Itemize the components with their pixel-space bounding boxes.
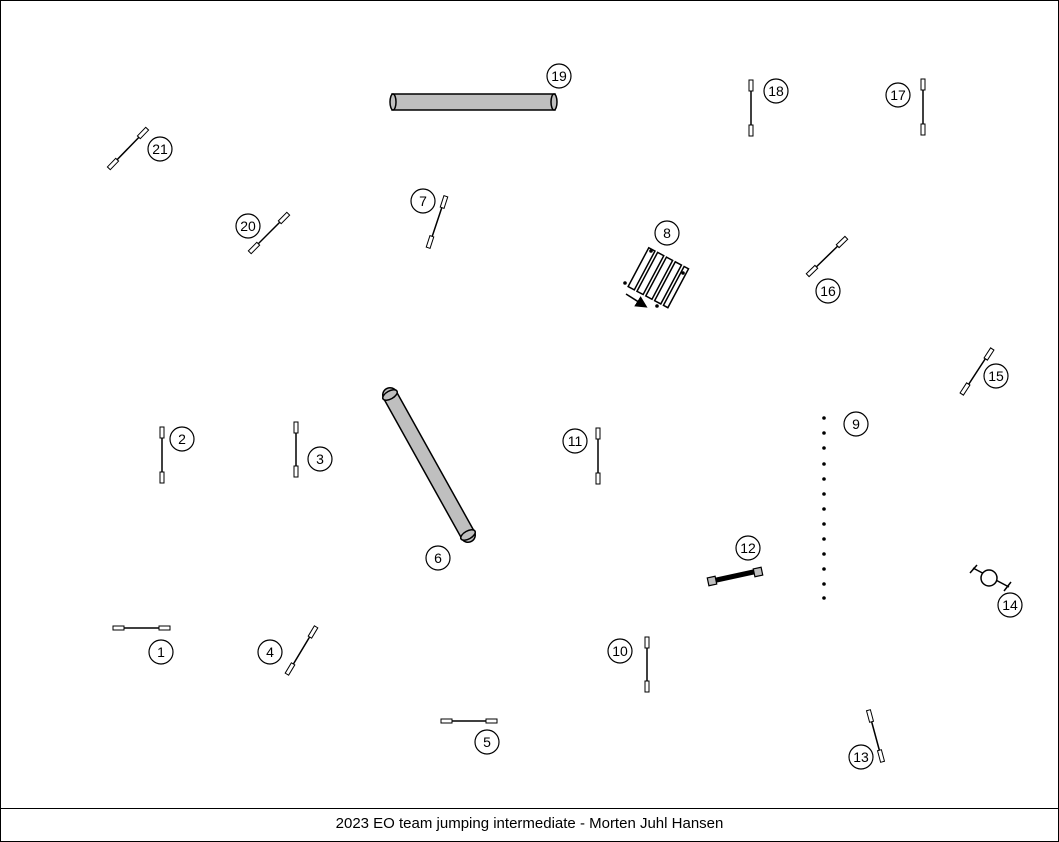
obstacle-jump-15 <box>959 347 995 396</box>
svg-text:3: 3 <box>316 451 324 467</box>
obstacle-jump-20 <box>247 211 291 255</box>
obstacle-seesaw-8 <box>623 246 690 309</box>
number-badge-3: 3 <box>307 446 333 472</box>
svg-text:4: 4 <box>266 644 274 660</box>
obstacle-tunnel-19 <box>389 93 558 111</box>
svg-text:21: 21 <box>152 141 168 157</box>
svg-text:16: 16 <box>820 283 836 299</box>
obstacle-jump-3 <box>293 421 299 478</box>
svg-text:1: 1 <box>157 644 165 660</box>
number-badge-19: 19 <box>546 63 572 89</box>
svg-text:6: 6 <box>434 550 442 566</box>
svg-text:7: 7 <box>419 193 427 209</box>
obstacle-jump-11 <box>595 427 601 485</box>
obstacle-tyre-14 <box>969 564 1012 592</box>
obstacle-jump-16 <box>805 235 849 278</box>
svg-text:12: 12 <box>740 540 756 556</box>
number-badge-8: 8 <box>654 220 680 246</box>
svg-text:2: 2 <box>178 431 186 447</box>
svg-text:15: 15 <box>988 368 1004 384</box>
number-badge-18: 18 <box>763 78 789 104</box>
number-badge-4: 4 <box>257 639 283 665</box>
obstacle-tunnel-6 <box>381 387 477 543</box>
number-badge-17: 17 <box>885 82 911 108</box>
obstacle-jump-1 <box>112 625 171 631</box>
number-badge-7: 7 <box>410 188 436 214</box>
svg-text:11: 11 <box>568 433 583 449</box>
obstacle-jump-18 <box>748 79 754 137</box>
obstacle-jump-17 <box>920 78 926 136</box>
svg-text:20: 20 <box>240 218 256 234</box>
number-badge-21: 21 <box>147 136 173 162</box>
svg-text:19: 19 <box>551 68 567 84</box>
obstacle-jump-13 <box>865 709 886 763</box>
number-badge-9: 9 <box>843 411 869 437</box>
obstacle-long-jump-12 <box>706 566 764 587</box>
svg-text:10: 10 <box>612 643 628 659</box>
number-badge-15: 15 <box>983 363 1009 389</box>
course-map: 1 2 3 4 5 <box>106 63 1023 770</box>
number-badge-6: 6 <box>425 545 451 571</box>
course-caption: 2023 EO team jumping intermediate - Mort… <box>335 815 724 832</box>
number-badge-16: 16 <box>815 278 841 304</box>
obstacle-jump-5 <box>440 718 498 724</box>
number-badge-2: 2 <box>169 426 195 452</box>
obstacle-jump-7 <box>425 195 449 249</box>
number-badge-12: 12 <box>735 535 761 561</box>
svg-text:13: 13 <box>853 749 869 765</box>
obstacle-jump-4 <box>284 625 319 676</box>
number-badge-5: 5 <box>474 729 500 755</box>
number-badge-10: 10 <box>607 638 633 664</box>
svg-text:17: 17 <box>890 87 906 103</box>
svg-text:5: 5 <box>483 734 491 750</box>
obstacle-jump-10 <box>644 636 650 693</box>
number-badge-20: 20 <box>235 213 261 239</box>
number-badge-1: 1 <box>148 639 174 665</box>
svg-text:9: 9 <box>852 416 860 432</box>
obstacle-weave-9 <box>822 416 826 600</box>
number-badge-11: 11 <box>562 428 588 454</box>
footer-divider <box>0 808 1059 809</box>
number-badge-14: 14 <box>997 592 1023 618</box>
svg-text:18: 18 <box>768 83 784 99</box>
obstacle-jump-2 <box>159 426 165 484</box>
svg-text:8: 8 <box>663 225 671 241</box>
svg-text:14: 14 <box>1002 597 1018 613</box>
obstacle-jump-21 <box>106 126 150 171</box>
number-badge-13: 13 <box>848 744 874 770</box>
